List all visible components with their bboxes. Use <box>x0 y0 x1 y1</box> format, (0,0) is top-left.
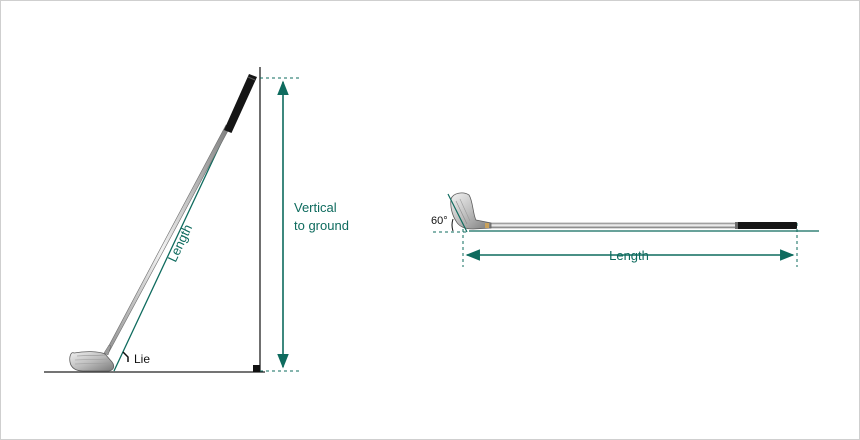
club-shaft-horizontal <box>486 222 740 229</box>
length-label-vertical: Length <box>165 222 196 264</box>
right-angle-icon <box>253 365 260 372</box>
loft-angle-arc <box>451 218 454 232</box>
loft-angle-label: 60° <box>431 215 448 227</box>
length-label-horizontal: Length <box>609 248 649 263</box>
club-grip-horizontal <box>735 222 797 229</box>
lie-label: Lie <box>134 352 150 366</box>
club-shaft-upright <box>104 124 231 354</box>
club-grip-upright <box>224 74 257 133</box>
left-club-group: Length Lie Vertical to ground <box>44 67 349 373</box>
golf-iron-head-upright-icon <box>69 344 115 372</box>
loft-reference-line <box>447 193 468 233</box>
right-club-group: 60° Length <box>431 192 819 267</box>
vertical-to-ground-label-line2: to ground <box>294 218 349 233</box>
vertical-to-ground-label-line1: Vertical <box>294 200 337 215</box>
lie-angle-tick <box>122 351 129 362</box>
